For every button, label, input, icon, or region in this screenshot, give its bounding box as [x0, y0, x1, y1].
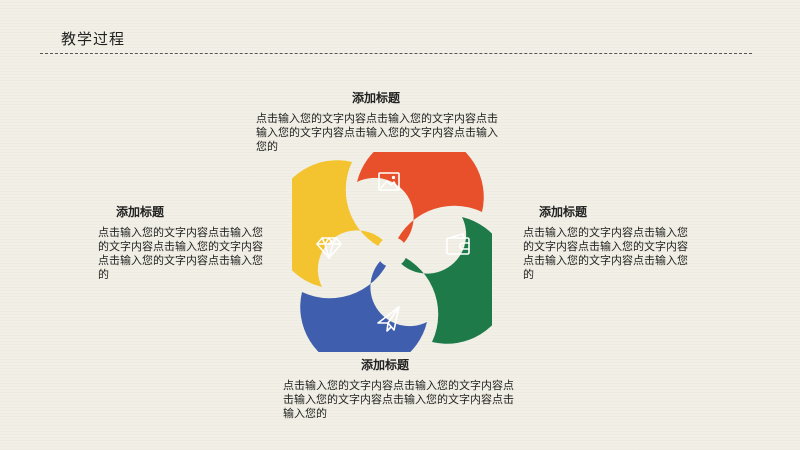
paper-plane-icon [377, 306, 400, 332]
wallet-icon [446, 233, 470, 255]
block-heading[interactable]: 添加标题 [539, 205, 588, 219]
dashed-divider [40, 53, 752, 54]
block-heading[interactable]: 添加标题 [361, 358, 410, 372]
diamond-icon [316, 237, 342, 259]
text-block-right: 添加标题 点击输入您的文字内容点击输入您的文字内容点击输入您的文字内容点击输入您… [523, 204, 691, 282]
block-heading[interactable]: 添加标题 [351, 91, 400, 105]
block-body[interactable]: 点击输入您的文字内容点击输入您的文字内容点击输入您的文字内容点击输入您的文字内容… [523, 226, 688, 281]
block-body[interactable]: 点击输入您的文字内容点击输入您的文字内容点击输入您的文字内容点击输入您的文字内容… [98, 226, 263, 281]
block-heading[interactable]: 添加标题 [116, 205, 165, 219]
block-body[interactable]: 点击输入您的文字内容点击输入您的文字内容点击输入您的文字内容点击输入您的文字内容… [256, 112, 498, 153]
page-title: 教学过程 [61, 30, 126, 48]
block-body[interactable]: 点击输入您的文字内容点击输入您的文字内容点击输入您的文字内容点击输入您的文字内容… [283, 379, 514, 420]
segment-top[interactable] [357, 152, 484, 252]
cycle-diagram [292, 152, 492, 352]
text-block-left: 添加标题 点击输入您的文字内容点击输入您的文字内容点击输入您的文字内容点击输入您… [98, 204, 268, 282]
picture-icon [378, 172, 400, 191]
text-block-top: 添加标题 点击输入您的文字内容点击输入您的文字内容点击输入您的文字内容点击输入您… [256, 90, 506, 154]
text-block-bottom: 添加标题 点击输入您的文字内容点击输入您的文字内容点击输入您的文字内容点击输入您… [283, 357, 519, 421]
segment-left[interactable] [292, 160, 392, 287]
